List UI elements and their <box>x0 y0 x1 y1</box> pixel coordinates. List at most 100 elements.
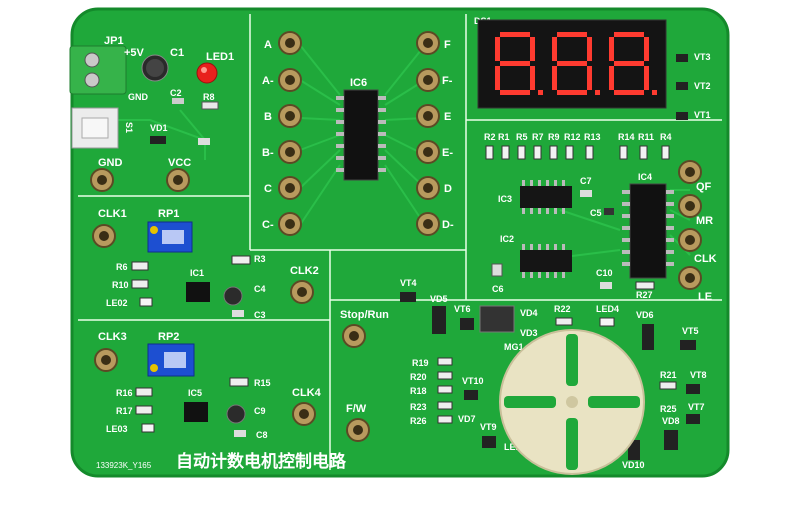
jack[interactable] <box>278 140 302 164</box>
jack[interactable] <box>678 194 702 218</box>
label-r26: R26 <box>410 416 427 426</box>
label-r11: R11 <box>638 132 654 142</box>
label-clk1: CLK1 <box>98 208 127 220</box>
jack[interactable] <box>92 224 116 248</box>
label-gnd: GND <box>98 157 123 169</box>
section-borders <box>78 14 722 470</box>
jack[interactable] <box>416 176 440 200</box>
label-c10: C10 <box>596 268 613 278</box>
label-ic1: IC1 <box>190 268 204 278</box>
label-r10: R10 <box>112 280 129 290</box>
jack[interactable] <box>346 418 370 442</box>
label-ic2: IC2 <box>500 234 514 244</box>
ic6-chip <box>343 89 379 181</box>
label-r14: R14 <box>618 132 635 142</box>
label-c5: C5 <box>590 208 602 218</box>
label-r7: R7 <box>532 132 544 142</box>
label-vt3: VT3 <box>694 52 711 62</box>
label-ic4: IC4 <box>638 172 652 182</box>
label-vt1: VT1 <box>694 110 711 120</box>
jack[interactable] <box>90 168 114 192</box>
jack[interactable] <box>278 104 302 128</box>
label-vd3: VD3 <box>520 328 538 338</box>
resistor-row: R2 R1 R5 R7 R9 R12 R13 R14 R11 R4 <box>484 132 672 142</box>
label-vt4: VT4 <box>400 278 417 288</box>
jack[interactable] <box>416 68 440 92</box>
jack[interactable] <box>416 31 440 55</box>
jack[interactable] <box>278 176 302 200</box>
label-f: F <box>444 39 451 51</box>
display-segments <box>495 32 657 95</box>
board-code: 133923K_Y165 <box>96 461 152 470</box>
label-r4: R4 <box>660 132 672 142</box>
jack[interactable] <box>292 402 316 426</box>
jack[interactable] <box>278 212 302 236</box>
jack[interactable] <box>278 31 302 55</box>
label-qf: QF <box>696 181 712 193</box>
jack[interactable] <box>678 266 702 290</box>
label-ic3: IC3 <box>498 194 512 204</box>
label-e-neg: E- <box>442 147 453 159</box>
label-a-neg: A- <box>262 75 274 87</box>
label-r9: R9 <box>548 132 560 142</box>
jack[interactable] <box>166 168 190 192</box>
label-c-neg: C- <box>262 219 274 231</box>
led1 <box>196 62 218 84</box>
power-terminal-block <box>69 45 127 95</box>
jack[interactable] <box>678 160 702 184</box>
label-e: E <box>444 111 451 123</box>
label-f-neg: F- <box>442 75 453 87</box>
label-led-bottom: LED <box>504 442 523 452</box>
label-clk4: CLK4 <box>292 387 322 399</box>
label-vd1: VD1 <box>150 123 168 133</box>
label-c7: C7 <box>580 176 592 186</box>
label-r3: R3 <box>254 254 266 264</box>
motor-encoder-disk <box>499 329 645 475</box>
label-vt2: VT2 <box>694 81 711 91</box>
label-le03: LE03 <box>106 424 128 434</box>
label-ic6: IC6 <box>350 77 367 89</box>
label-r12: R12 <box>564 132 581 142</box>
label-a: A <box>264 39 272 51</box>
jack[interactable] <box>416 212 440 236</box>
label-c2: C2 <box>170 88 182 98</box>
label-vd7: VD7 <box>458 414 476 424</box>
jack-posts <box>90 31 702 442</box>
label-b-neg: B- <box>262 147 274 159</box>
label-r15: R15 <box>254 378 271 388</box>
label-r1: R1 <box>498 132 510 142</box>
label-r23: R23 <box>410 402 427 412</box>
capacitor-c4 <box>223 286 243 306</box>
jack[interactable] <box>416 104 440 128</box>
label-vd4: VD4 <box>520 308 538 318</box>
label-d: D <box>444 183 452 195</box>
label-s1: S1 <box>124 122 134 133</box>
jack[interactable] <box>678 228 702 252</box>
label-r5: R5 <box>516 132 528 142</box>
label-mr: MR <box>696 215 713 227</box>
label-vt5: VT5 <box>682 326 699 336</box>
label-le: LE <box>698 291 712 303</box>
label-clk2: CLK2 <box>290 265 319 277</box>
label-vt8: VT8 <box>690 370 707 380</box>
jack[interactable] <box>94 348 118 372</box>
jack[interactable] <box>278 68 302 92</box>
label-b: B <box>264 111 272 123</box>
label-vt9: VT9 <box>480 422 497 432</box>
jack[interactable] <box>342 324 366 348</box>
ic4-chip <box>629 183 667 279</box>
label-vd5: VD5 <box>430 294 448 304</box>
label-c6: C6 <box>492 284 504 294</box>
jack[interactable] <box>290 280 314 304</box>
label-plus5v: +5V <box>124 47 145 59</box>
label-vt7: VT7 <box>688 402 705 412</box>
label-vt6: VT6 <box>454 304 471 314</box>
label-rp2: RP2 <box>158 331 179 343</box>
label-clk3: CLK3 <box>98 331 127 343</box>
label-stop-run: Stop/Run <box>340 309 389 321</box>
label-c3: C3 <box>254 310 266 320</box>
label-r20: R20 <box>410 372 427 382</box>
jack[interactable] <box>416 140 440 164</box>
label-vcc: VCC <box>168 157 191 169</box>
